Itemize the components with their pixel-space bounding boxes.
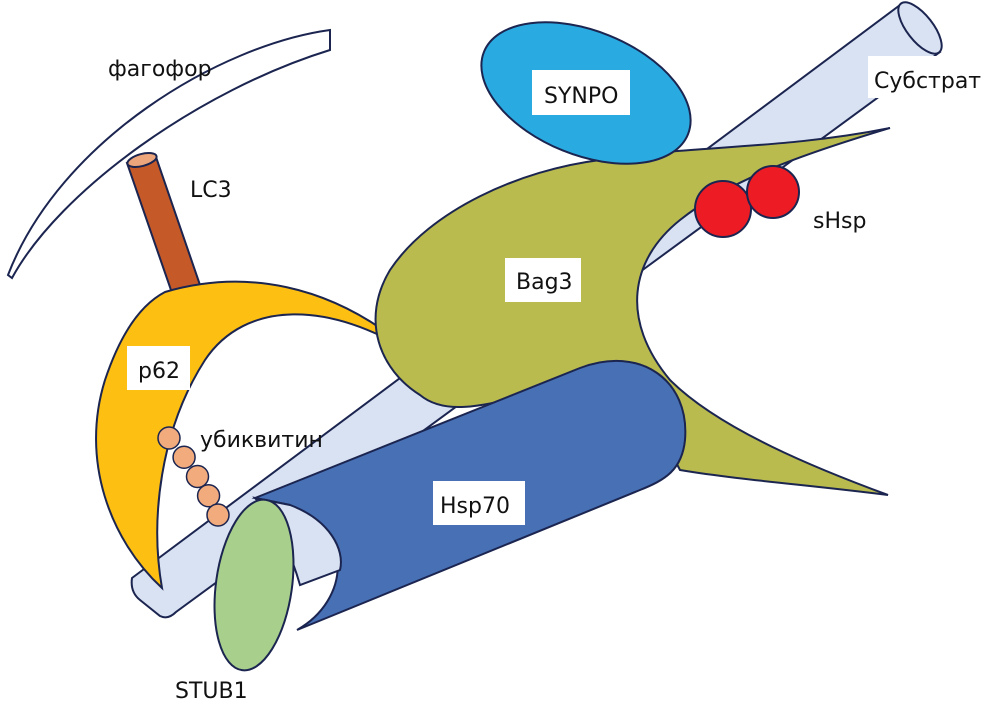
label-bg-bag3 [505, 258, 581, 302]
label-bg-substrate [868, 56, 992, 98]
shsp-protein [694, 165, 800, 238]
ubiquitin-unit [185, 464, 210, 489]
label-bg-synpo [532, 70, 630, 115]
label-stub1: STUB1 [175, 679, 248, 704]
label-phagophore: фагофор [108, 57, 212, 82]
ubiquitin-chain [157, 426, 230, 527]
label-shsp: sHsp [813, 209, 866, 234]
label-bg-p62 [127, 346, 190, 390]
label-lc3: LC3 [190, 178, 232, 203]
label-ubiquitin: убиквитин [200, 428, 323, 453]
ubiquitin-unit [206, 503, 230, 527]
ubiquitin-unit [196, 484, 221, 508]
shsp-subunit [746, 165, 800, 219]
lc3-protein [125, 152, 202, 296]
label-bag3: Bag3 [516, 270, 573, 295]
label-p62: p62 [138, 359, 180, 384]
substrate-end-cap [897, 1, 943, 55]
stub1-protein [213, 498, 295, 672]
label-bg-hsp70 [433, 481, 525, 525]
shsp-subunit [694, 180, 752, 238]
label-synpo: SYNPO [544, 84, 618, 109]
lc3-top-cap [126, 152, 158, 168]
ubiquitin-unit [157, 426, 181, 450]
phagophore-membrane [6, 28, 331, 280]
label-hsp70: Hsp70 [440, 494, 510, 519]
label-substrate: Субстрат [874, 69, 981, 94]
ubiquitin-unit [172, 445, 196, 469]
